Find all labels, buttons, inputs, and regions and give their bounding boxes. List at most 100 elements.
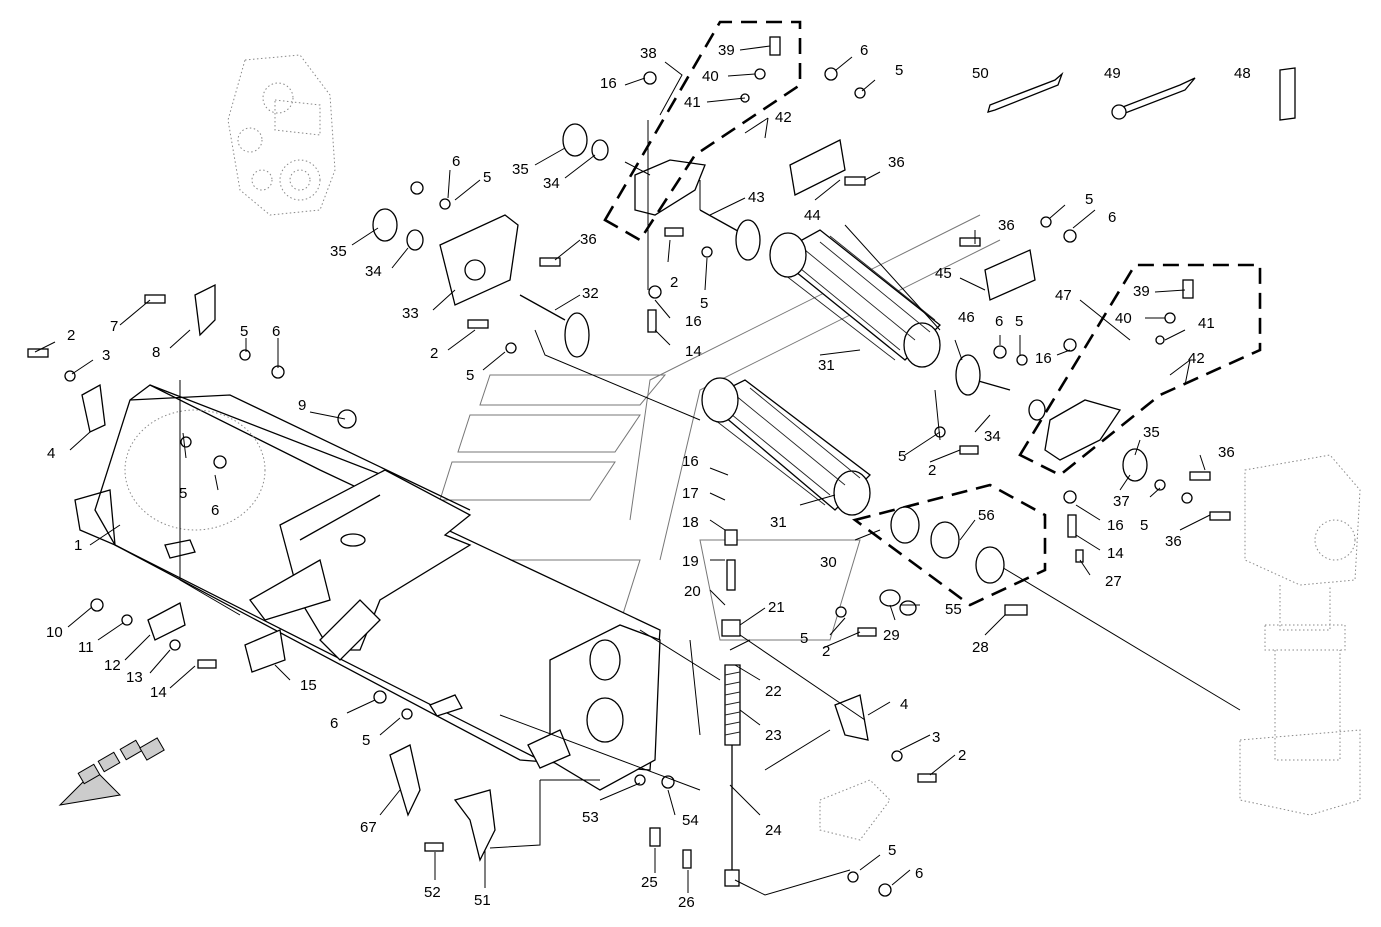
- callout-35: 35: [330, 243, 347, 260]
- callout-12: 12: [104, 657, 121, 674]
- callout-38: 38: [640, 45, 657, 62]
- callout-3: 3: [932, 729, 940, 746]
- callout-4: 4: [900, 696, 908, 713]
- callout-20: 20: [684, 583, 701, 600]
- bracket-8: [194, 283, 216, 337]
- callout-7: 7: [110, 318, 118, 335]
- callout-24: 24: [765, 822, 782, 839]
- callout-19: 19: [682, 553, 699, 570]
- callout-26: 26: [678, 894, 695, 911]
- callout-11: 11: [78, 639, 94, 656]
- callout-5: 5: [1140, 517, 1148, 534]
- callout-6: 6: [860, 42, 868, 59]
- callout-1: 1: [74, 537, 82, 554]
- callout-6: 6: [995, 313, 1003, 330]
- callout-50: 50: [972, 65, 989, 82]
- callout-41: 41: [684, 94, 701, 111]
- main-housing: [74, 384, 661, 791]
- callout-36: 36: [1218, 444, 1235, 461]
- coupling-30: [879, 506, 1005, 616]
- callout-6: 6: [1108, 209, 1116, 226]
- callout-6: 6: [915, 865, 923, 882]
- callout-21: 21: [768, 599, 785, 616]
- callout-5: 5: [362, 732, 370, 749]
- plate-45: [984, 249, 1036, 301]
- callout-48: 48: [1234, 65, 1251, 82]
- callout-14: 14: [1107, 545, 1124, 562]
- callout-39: 39: [1133, 283, 1150, 300]
- callout-labels: 1 2 3 4 7 8 5 6 9 5 6 10 11 12 13 14 15 …: [46, 42, 1251, 911]
- callout-29: 29: [883, 627, 900, 644]
- callout-52: 52: [424, 884, 441, 901]
- callout-34: 34: [543, 175, 560, 192]
- wrench-50: [987, 71, 1064, 113]
- callout-31: 31: [770, 514, 787, 531]
- callout-14: 14: [685, 343, 702, 360]
- callout-23: 23: [765, 727, 782, 744]
- callout-54: 54: [682, 812, 699, 829]
- callout-49: 49: [1104, 65, 1121, 82]
- part-51: [453, 789, 496, 862]
- callout-17: 17: [682, 485, 699, 502]
- callout-2: 2: [928, 462, 936, 479]
- callout-35: 35: [1143, 424, 1160, 441]
- callout-5: 5: [895, 62, 903, 79]
- callout-16: 16: [600, 75, 617, 92]
- hardware: [27, 36, 1231, 897]
- direction-arrow: [58, 737, 165, 806]
- callout-43: 43: [748, 189, 765, 206]
- callout-67: 67: [360, 819, 377, 836]
- callout-6: 6: [272, 323, 280, 340]
- callout-27: 27: [1105, 573, 1122, 590]
- pin-48: [1279, 67, 1296, 121]
- callout-36: 36: [1165, 533, 1182, 550]
- callout-5: 5: [179, 485, 187, 502]
- bearing-35-upper: [562, 123, 588, 157]
- dashed-group-38: [603, 20, 802, 242]
- callout-45: 45: [935, 265, 952, 282]
- callout-5: 5: [898, 448, 906, 465]
- tension-rod: [721, 529, 741, 887]
- callout-15: 15: [300, 677, 317, 694]
- callout-8: 8: [152, 344, 160, 361]
- shaft-46: [955, 354, 1011, 396]
- wrench-49: [1113, 77, 1196, 116]
- callout-46: 46: [958, 309, 975, 326]
- callout-16: 16: [1035, 350, 1052, 367]
- callout-40: 40: [702, 68, 719, 85]
- callout-28: 28: [972, 639, 989, 656]
- callout-41: 41: [1198, 315, 1215, 332]
- callout-5: 5: [1085, 191, 1093, 208]
- callout-36: 36: [580, 231, 597, 248]
- callout-5: 5: [466, 367, 474, 384]
- callout-22: 22: [765, 683, 782, 700]
- callout-56: 56: [978, 507, 995, 524]
- callout-18: 18: [682, 514, 699, 531]
- callout-35: 35: [512, 161, 529, 178]
- dashed-group-30: [852, 483, 1047, 607]
- roller-lower: [701, 377, 871, 516]
- bearing-housing-upper: [634, 159, 706, 216]
- callout-6: 6: [452, 153, 460, 170]
- callout-5: 5: [888, 842, 896, 859]
- bearing-housing-right: [1044, 399, 1122, 461]
- callout-2: 2: [67, 327, 75, 344]
- callout-2: 2: [958, 747, 966, 764]
- callout-51: 51: [474, 892, 491, 909]
- callout-34: 34: [365, 263, 382, 280]
- plate-44: [789, 139, 846, 196]
- callout-3: 3: [102, 347, 110, 364]
- bracket-4-left: [81, 383, 106, 433]
- callout-5: 5: [800, 630, 808, 647]
- gearbox-illustration: [227, 54, 336, 216]
- plate-12: [147, 602, 186, 641]
- callout-6: 6: [211, 502, 219, 519]
- callout-33: 33: [402, 305, 419, 322]
- bearing-35-right: [1122, 448, 1148, 482]
- callout-31: 31: [818, 357, 835, 374]
- drive-tube-illustration: [1239, 454, 1361, 816]
- callout-44: 44: [804, 207, 821, 224]
- callout-42: 42: [1188, 350, 1205, 367]
- callout-2: 2: [430, 345, 438, 362]
